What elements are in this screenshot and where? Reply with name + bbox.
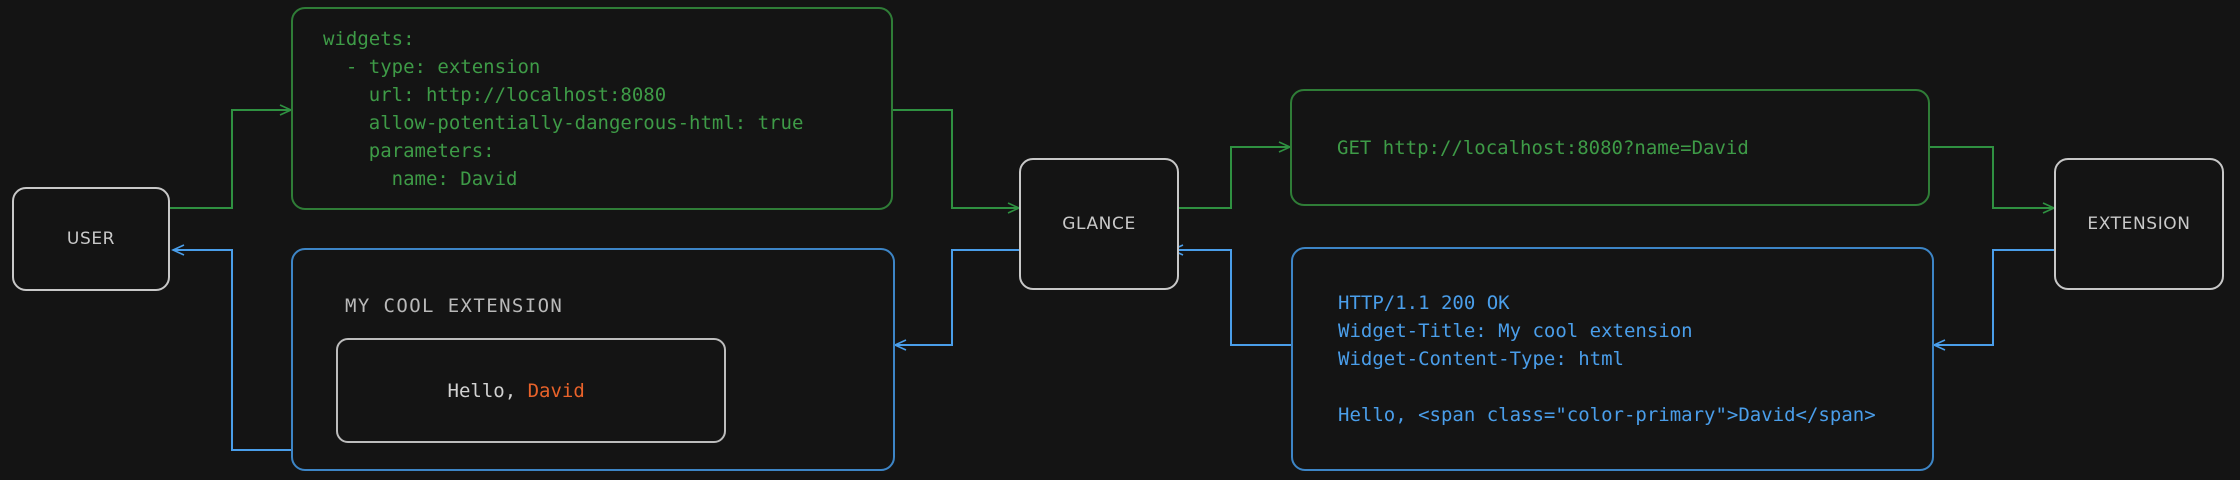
http-request-text: GET http://localhost:8080?name=David [1337, 136, 1749, 159]
arrow-request-to-extension [1929, 146, 2056, 214]
arrow-user-to-yaml [170, 104, 293, 209]
arrow-extension-to-response [1932, 249, 2054, 351]
arrow-yaml-to-glance [893, 109, 1021, 214]
message-box-yaml-config: widgets: - type: extension url: http://l… [291, 7, 893, 210]
arrow-response-to-glance [1170, 244, 1292, 346]
node-glance-label: GLANCE [1062, 214, 1136, 234]
arrow-widget-to-user [171, 244, 291, 451]
http-response-text: HTTP/1.1 200 OK Widget-Title: My cool ex… [1338, 292, 1876, 426]
arrow-glance-to-request [1169, 141, 1292, 209]
yaml-config-text: widgets: - type: extension url: http://l… [323, 27, 804, 190]
node-extension[interactable]: EXTENSION [2054, 158, 2224, 290]
widget-greeting-name: David [527, 379, 585, 402]
widget-preview-content: Hello, David [336, 338, 726, 443]
widget-preview-box: MY COOL EXTENSION Hello, David [291, 248, 895, 471]
node-user-label: USER [66, 229, 116, 249]
message-box-http-request: GET http://localhost:8080?name=David [1290, 89, 1930, 206]
widget-preview-title: MY COOL EXTENSION [345, 295, 564, 317]
widget-greeting-prefix: Hello, [447, 379, 528, 402]
node-glance[interactable]: GLANCE [1019, 158, 1179, 290]
node-user[interactable]: USER [12, 187, 170, 291]
node-extension-label: EXTENSION [2087, 214, 2191, 234]
arrow-glance-to-widget [893, 249, 1019, 351]
message-box-http-response: HTTP/1.1 200 OK Widget-Title: My cool ex… [1291, 247, 1934, 471]
